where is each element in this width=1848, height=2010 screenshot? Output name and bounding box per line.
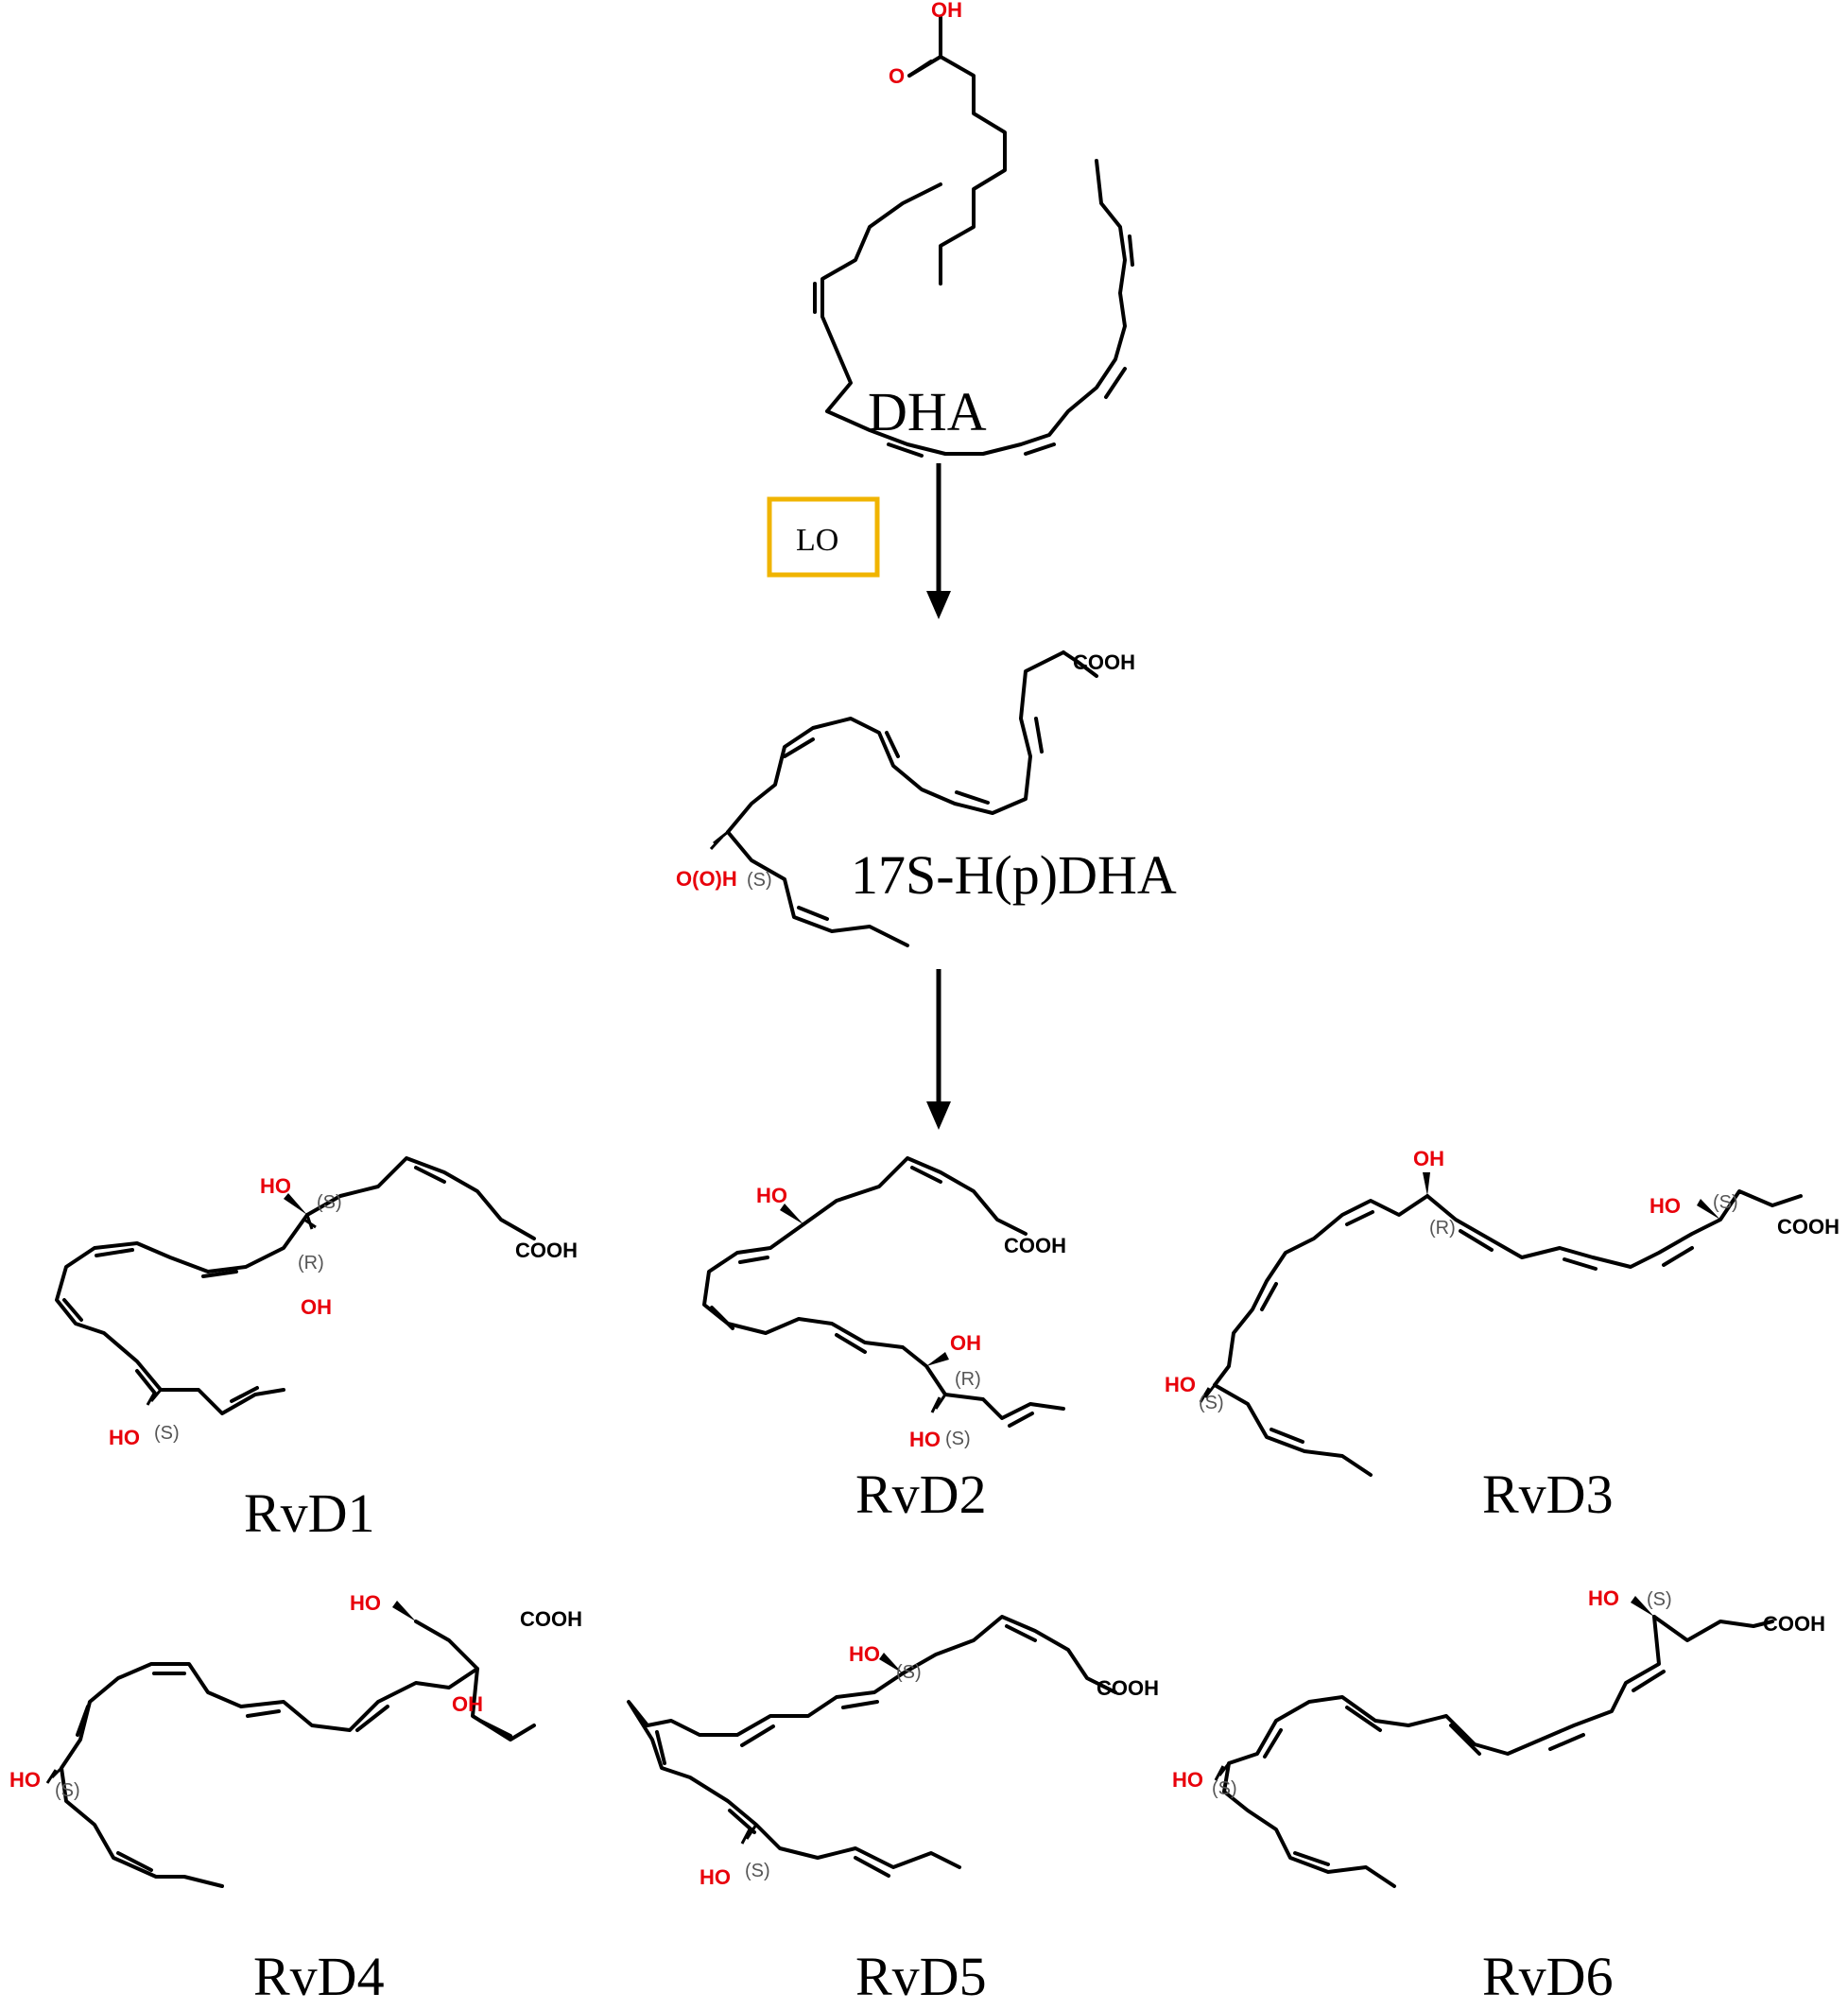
- rvd3-s1: (S): [1713, 1192, 1738, 1213]
- rvd1-cooh: COOH: [515, 1239, 578, 1262]
- rvd3-r: (R): [1429, 1218, 1456, 1239]
- rvd4-structure: [45, 1601, 536, 1888]
- rvd3-oh2: HO: [1649, 1194, 1681, 1218]
- rvd4-oh2: OH: [452, 1692, 483, 1716]
- rvd5-cooh: COOH: [1097, 1676, 1159, 1700]
- rvd5-label: RvD5: [855, 1946, 987, 2007]
- rvd4-label: RvD4: [253, 1946, 385, 2007]
- rvd3-cooh: COOH: [1777, 1215, 1839, 1239]
- rvd1-structure: [55, 1156, 536, 1415]
- rvd5-s2: (S): [745, 1861, 770, 1881]
- lo-enzyme-label: LO: [796, 523, 838, 558]
- rvd2-structure: [702, 1156, 1065, 1428]
- dha-label: DHA: [868, 381, 987, 442]
- hpdha-structure: [709, 650, 1098, 947]
- rvd5-oh1: HO: [849, 1642, 880, 1666]
- arrow-2-head: [926, 1101, 951, 1130]
- rvd3-oh3: HO: [1165, 1373, 1196, 1396]
- rvd2-oh3: HO: [909, 1428, 941, 1451]
- rvd2-label: RvD2: [855, 1464, 987, 1525]
- rvd1-s1: (S): [317, 1192, 342, 1213]
- hpdha-cooh: COOH: [1073, 650, 1135, 674]
- rvd5-s1: (S): [896, 1662, 922, 1683]
- rvd2-oh2: OH: [950, 1331, 981, 1355]
- rvd2-oh1: HO: [756, 1184, 787, 1207]
- hpdha-ooh: O(O)H: [676, 867, 737, 891]
- rvd6-oh2: HO: [1172, 1768, 1203, 1792]
- rvd4-s: (S): [55, 1780, 80, 1801]
- dha-structure: [813, 15, 1134, 458]
- rvd4-oh1: HO: [350, 1591, 381, 1615]
- rvd1-oh2: OH: [301, 1295, 332, 1319]
- rvd3-label: RvD3: [1482, 1464, 1614, 1525]
- rvd6-s2: (S): [1212, 1778, 1237, 1799]
- rvd3-oh1: OH: [1413, 1147, 1444, 1170]
- rvd1-label: RvD1: [244, 1482, 375, 1544]
- rvd2-s: (S): [945, 1429, 971, 1449]
- rvd6-structure: [1214, 1596, 1774, 1888]
- rvd1-s2: (S): [154, 1423, 180, 1444]
- rvd6-label: RvD6: [1482, 1946, 1614, 2007]
- dha-o: O: [889, 64, 905, 88]
- rvd4-oh3: HO: [9, 1768, 41, 1792]
- rvd4-cooh: COOH: [520, 1607, 582, 1631]
- hpdha-label: 17S-H(p)DHA: [851, 844, 1177, 906]
- rvd1-oh3: HO: [109, 1426, 140, 1449]
- rvd6-s1: (S): [1647, 1589, 1672, 1610]
- hpdha-stereo: (S): [747, 870, 772, 891]
- rvd1-oh1: HO: [260, 1174, 291, 1198]
- rvd2-r: (R): [955, 1369, 981, 1390]
- rvd1-r: (R): [298, 1253, 324, 1274]
- rvd6-cooh: COOH: [1763, 1612, 1825, 1636]
- rvd6-oh1: HO: [1588, 1586, 1619, 1610]
- rvd2-cooh: COOH: [1004, 1234, 1066, 1257]
- lo-enzyme-box: [767, 496, 880, 578]
- rvd3-structure: [1199, 1172, 1803, 1477]
- dha-oh: OH: [931, 0, 962, 22]
- rvd5-oh2: HO: [699, 1865, 731, 1889]
- rvd5-structure: [627, 1615, 1117, 1878]
- rvd3-s2: (S): [1199, 1393, 1224, 1413]
- arrow-1-head: [926, 591, 951, 619]
